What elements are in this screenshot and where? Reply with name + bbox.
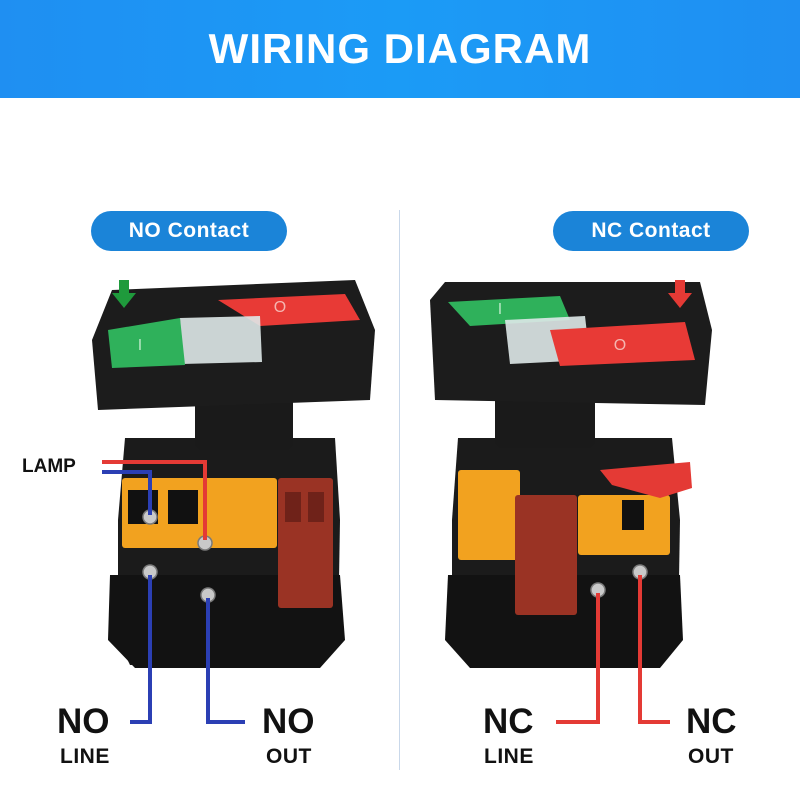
red-arrow-icon (668, 280, 692, 308)
right-terminal-slot (622, 500, 644, 530)
lamp-wire-red (102, 460, 207, 540)
nc-line-label: NC (483, 702, 534, 741)
no-out-wire (206, 598, 245, 724)
right-green-symbol: I (498, 301, 502, 318)
no-out-label: NO (262, 702, 315, 741)
left-green-button (108, 318, 185, 368)
no-line-label: NO (57, 702, 110, 741)
no-contact-pill: NO Contact (91, 211, 287, 251)
left-orange-block (122, 478, 277, 548)
right-brown-block (515, 495, 577, 615)
nc-out-sublabel: OUT (688, 745, 734, 768)
left-brown-slot-2 (308, 492, 324, 522)
right-switch-neck (495, 390, 595, 448)
left-red-symbol: O (274, 299, 286, 316)
header-banner (0, 0, 800, 98)
left-brown-slot-1 (285, 492, 301, 522)
no-line-sublabel: LINE (60, 745, 110, 768)
green-arrow-icon (112, 280, 136, 308)
left-switch: I O (92, 280, 375, 668)
nc-line-wire (556, 593, 600, 724)
nc-line-sublabel: LINE (484, 745, 534, 768)
left-lamp-window (180, 316, 262, 364)
right-red-button (550, 322, 695, 366)
right-switch: I O (430, 282, 712, 668)
nc-contact-pill: NC Contact (553, 211, 749, 251)
no-line-wire (130, 575, 152, 724)
left-switch-neck (195, 395, 293, 450)
right-orange-block-left (458, 470, 520, 560)
left-green-symbol: I (138, 337, 142, 354)
lamp-label: LAMP (22, 456, 76, 477)
right-switch-base (445, 575, 683, 668)
lamp-wire-blue (102, 470, 152, 515)
center-divider (399, 210, 400, 770)
no-out-sublabel: OUT (266, 745, 312, 768)
nc-out-label: NC (686, 702, 737, 741)
right-red-lever (600, 462, 692, 498)
nc-out-wire (638, 575, 670, 724)
left-terminal-slot-2 (168, 490, 198, 524)
page-title: WIRING DIAGRAM (208, 25, 592, 72)
right-red-symbol: O (614, 337, 626, 354)
